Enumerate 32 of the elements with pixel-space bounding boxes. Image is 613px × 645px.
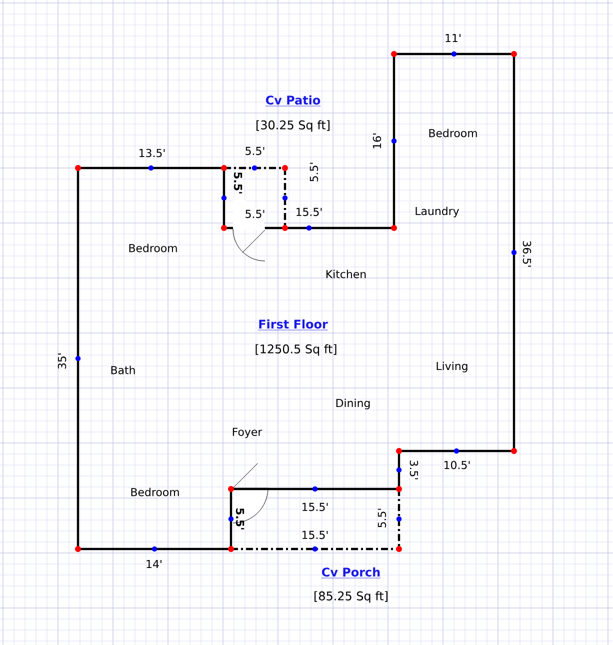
dimension-label: 3.5' [410,460,418,480]
area-title: Cv Patio [265,95,321,106]
area-title: Cv Porch [321,567,381,578]
room-label: Bedroom [131,488,179,496]
dimension-label: 35' [58,354,66,369]
room-label: Kitchen [326,270,366,278]
dimension-label: 15.5' [302,530,328,540]
dimension-label: 5.5' [246,146,264,156]
dimension-label: 15.5' [296,208,322,216]
room-label: Bath [111,366,135,374]
dimension-label: 5.5' [236,508,244,530]
dimension-label: 10.5' [444,460,470,470]
room-label: Bedroom [129,244,177,252]
area-title: First Floor [258,319,328,330]
dimension-label: 5.5' [310,162,318,182]
dimension-label: 15.5' [302,502,328,512]
room-label: Bedroom [429,128,477,138]
dimension-label: 5.5' [378,508,386,528]
room-label: Laundry [416,206,459,218]
dimension-label: 13.5' [140,148,165,158]
room-label: Foyer [232,428,262,438]
room-label: Living [436,362,468,372]
area-size: [1250.5 Sq ft] [256,344,336,356]
dimension-label: 36.5' [522,241,532,267]
area-size: [85.25 Sq ft] [314,591,388,603]
room-label: Dining [336,398,370,410]
dimension-label: 5.5' [246,210,264,218]
area-size: [30.25 Sq ft] [256,120,330,132]
dimension-label: 14' [146,560,162,568]
dimension-label: 16' [372,134,382,148]
dimension-label: 5.5' [234,172,242,194]
dimension-label: 11' [446,34,460,42]
